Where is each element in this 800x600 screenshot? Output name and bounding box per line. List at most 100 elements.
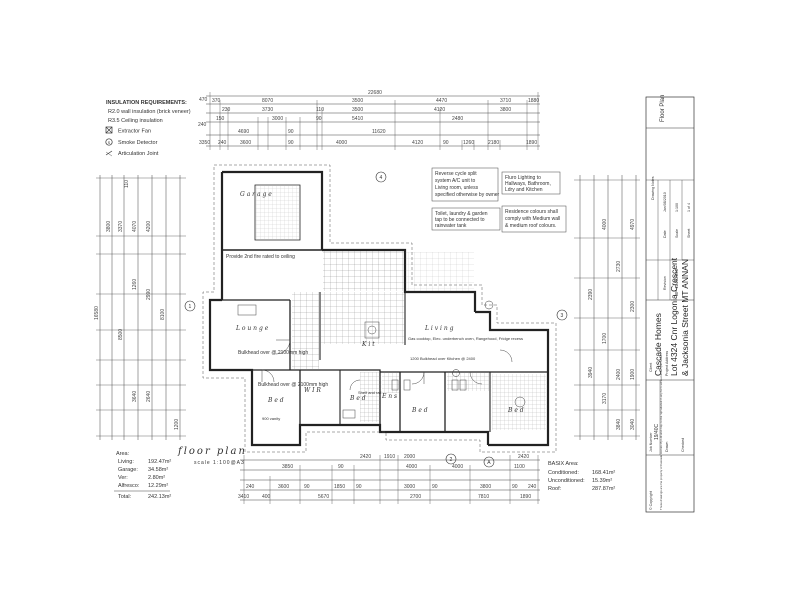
- dim-left-6: 2990: [146, 289, 152, 300]
- garage-note: Provide 2nd fire rated to ceiling: [226, 254, 295, 260]
- dim-right-7: 2400: [616, 369, 622, 380]
- dim-b2-0: 3850: [282, 464, 293, 470]
- dim-b3-6: 90: [432, 484, 438, 490]
- dim-r5-3: 90: [288, 140, 294, 146]
- dim-r1-3: 4470: [436, 98, 447, 104]
- note-colours: Residence colours shall comply with Medi…: [505, 209, 562, 229]
- dim-r5-2: 3600: [240, 140, 251, 146]
- dim-right-2: 2730: [616, 261, 622, 272]
- dim-b3-2: 90: [304, 484, 310, 490]
- client-label: Client: [649, 363, 653, 372]
- dim-r1-4: 3710: [500, 98, 511, 104]
- dim-left-3: 4070: [132, 221, 138, 232]
- dim-left-11: 1200: [174, 419, 180, 430]
- dim-r4-2: 11620: [372, 129, 386, 135]
- area-table: Area: Living: 192.47m² Garage: 34.58m² V…: [114, 451, 171, 500]
- dim-b3-4: 90: [356, 484, 362, 490]
- dim-right-0: 4000: [602, 219, 608, 230]
- room-bed-1: B e d: [267, 397, 284, 404]
- address-line-2: & Jacksonia Street MT ANNAN: [680, 259, 690, 376]
- dim-left-total: 16580: [94, 306, 100, 320]
- copyright-heading: © Copyright: [649, 491, 653, 510]
- dim-left-2: 3370: [118, 221, 124, 232]
- area-row-value: 34.58m²: [148, 467, 168, 473]
- tiled-floor-areas: [255, 186, 546, 430]
- dim-left-7: 8100: [160, 309, 166, 320]
- insulation-line-2: R3.5 Ceiling insulation: [108, 118, 163, 124]
- basix-table: BASIX Area: Conditioned: 168.41m² Uncond…: [548, 461, 615, 492]
- dim-right-1: 4970: [630, 219, 636, 230]
- bottom-dimensions: [240, 455, 540, 504]
- dim-left-10: 2640: [146, 391, 152, 402]
- dim-r4-1: 90: [288, 129, 294, 135]
- sheet-value: 1 of 4: [687, 203, 691, 212]
- dim-b2-3: 4000: [452, 464, 463, 470]
- dim-overall-top: 22680: [368, 90, 382, 96]
- dim-right-5: 1700: [602, 333, 608, 344]
- dim-r2-2: 110: [316, 107, 324, 113]
- top-dimension-labels: 22680 470 370 8070 3500 4470 3710 1880 2…: [198, 90, 539, 146]
- bulkhead-note-2: Bulkhead over @ 2100mm high: [258, 382, 328, 388]
- marker-4: 4: [375, 171, 387, 183]
- vanity-note: 900 vanity: [262, 416, 280, 421]
- client-name: Cascade Homes: [653, 313, 663, 376]
- basix-row-value: 168.41m²: [592, 470, 615, 476]
- address-label: Project Address: [665, 351, 669, 376]
- dim-b3-5: 3000: [404, 484, 415, 490]
- plan-title: floor plan scale 1:100@A3: [177, 446, 245, 466]
- room-notes: Provide 2nd fire rated to ceiling Bulkhe…: [226, 254, 523, 421]
- dim-right-11: 3840: [616, 419, 622, 430]
- left-dimensions: [96, 175, 186, 440]
- room-bed-4: B e d: [507, 407, 524, 414]
- room-living: L i v i n g: [424, 325, 454, 332]
- dim-left-5: 1260: [132, 279, 138, 290]
- basix-row-label: Unconditioned:: [548, 478, 585, 484]
- dim-b3-9: 240: [528, 484, 537, 490]
- dim-r1-0: 370: [212, 98, 221, 104]
- basix-row-value: 287.87m²: [592, 486, 615, 492]
- svg-text:S: S: [108, 140, 111, 145]
- svg-text:4: 4: [380, 175, 383, 181]
- dim-b3-0: 240: [246, 484, 255, 490]
- room-lounge: L o u n g e: [235, 325, 269, 332]
- kitchen-bulkhead-note: 1200 Bulkhead over Kitchen @ 2400: [410, 356, 476, 361]
- room-bed-3: B e d: [411, 407, 428, 414]
- note-rainwater: Toilet, laundry & garden tap to be conne…: [435, 211, 489, 229]
- room-garage: G a r a g e: [240, 191, 272, 198]
- svg-text:1: 1: [189, 304, 192, 310]
- dim-b2-4: 1100: [514, 464, 525, 470]
- extractor-fan-icon: [105, 126, 113, 134]
- insulation-line-1: R2.0 wall insulation (brick veneer): [108, 109, 191, 115]
- drawn-label: Drawn: [665, 442, 669, 452]
- dim-r5-4: 4000: [336, 140, 347, 146]
- dim-right-3: 2390: [588, 289, 594, 300]
- marker-2: 2: [445, 453, 457, 465]
- dim-r2-3: 3500: [352, 107, 363, 113]
- svg-text:A: A: [487, 460, 491, 466]
- checked-label: Checked: [681, 438, 685, 452]
- date-value: Jan/08/2010: [663, 192, 667, 212]
- area-row-value: 192.47m²: [148, 459, 171, 465]
- area-row-label: Living:: [118, 459, 134, 465]
- dim-r4-0: 4690: [238, 129, 249, 135]
- dim-r1-1: 8070: [262, 98, 273, 104]
- dim-b2-1: 90: [338, 464, 344, 470]
- dim-b3-8: 90: [512, 484, 518, 490]
- dim-right-10: 3170: [602, 393, 608, 404]
- dim-b1-2: 2000: [404, 454, 415, 460]
- dim-r3-0: 150: [216, 116, 225, 122]
- copyright-text: These drawings are the property of Casca…: [659, 352, 663, 510]
- area-row-label: Alfresco:: [118, 483, 140, 489]
- room-bed-2: B e d: [349, 395, 366, 402]
- area-total-label: Total:: [118, 494, 132, 500]
- drawing-notes-label: Drawing Notes: [651, 176, 655, 200]
- dim-r5-9: 1890: [526, 140, 537, 146]
- legend-articulation-label: Articulation Joint: [118, 151, 159, 157]
- scale-label: Scale: [675, 229, 679, 238]
- plan-note-boxes: Reverse cycle split system A/C unit to L…: [431, 167, 567, 233]
- dim-r3-left: 240: [198, 122, 207, 128]
- eaves-line: [202, 164, 557, 453]
- right-dimensions: [574, 175, 640, 440]
- area-row-label: Garage:: [118, 467, 138, 473]
- dim-r2-4: 4120: [434, 107, 445, 113]
